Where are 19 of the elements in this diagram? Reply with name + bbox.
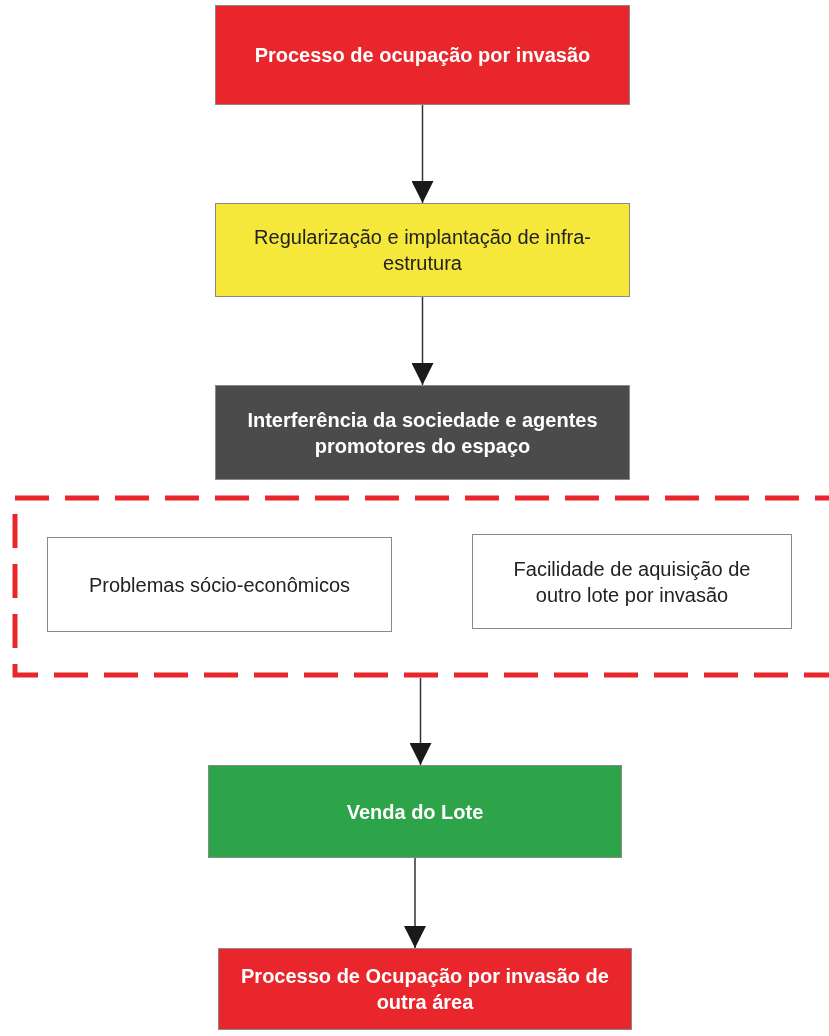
box-label: Venda do Lote: [346, 799, 484, 825]
process-box: [215, 203, 630, 297]
dashed-group-box: [12, 495, 829, 678]
box-label: Interferência da sociedade e agentes promotores do espaço: [246, 407, 599, 459]
box-label: Facilidade de aquisição de outro lote por invasão: [512, 556, 752, 608]
arrow: [411, 104, 434, 204]
box-label: Processo de Ocupação por invasão de outra área: [240, 964, 610, 1015]
process-box: [208, 765, 622, 858]
box-label: Regularização e implantação de infra-estrutura: [253, 225, 592, 276]
box-label: Processo de ocupação por invasão: [254, 43, 591, 68]
box-label: Problemas sócio-econômicos: [88, 572, 351, 598]
arrow: [404, 857, 426, 949]
arrow: [411, 296, 434, 386]
process-box: [218, 948, 632, 1030]
process-box: [47, 537, 392, 632]
process-box: [472, 534, 792, 629]
process-box: [215, 5, 630, 105]
process-box: [215, 385, 630, 480]
arrow: [409, 677, 432, 766]
